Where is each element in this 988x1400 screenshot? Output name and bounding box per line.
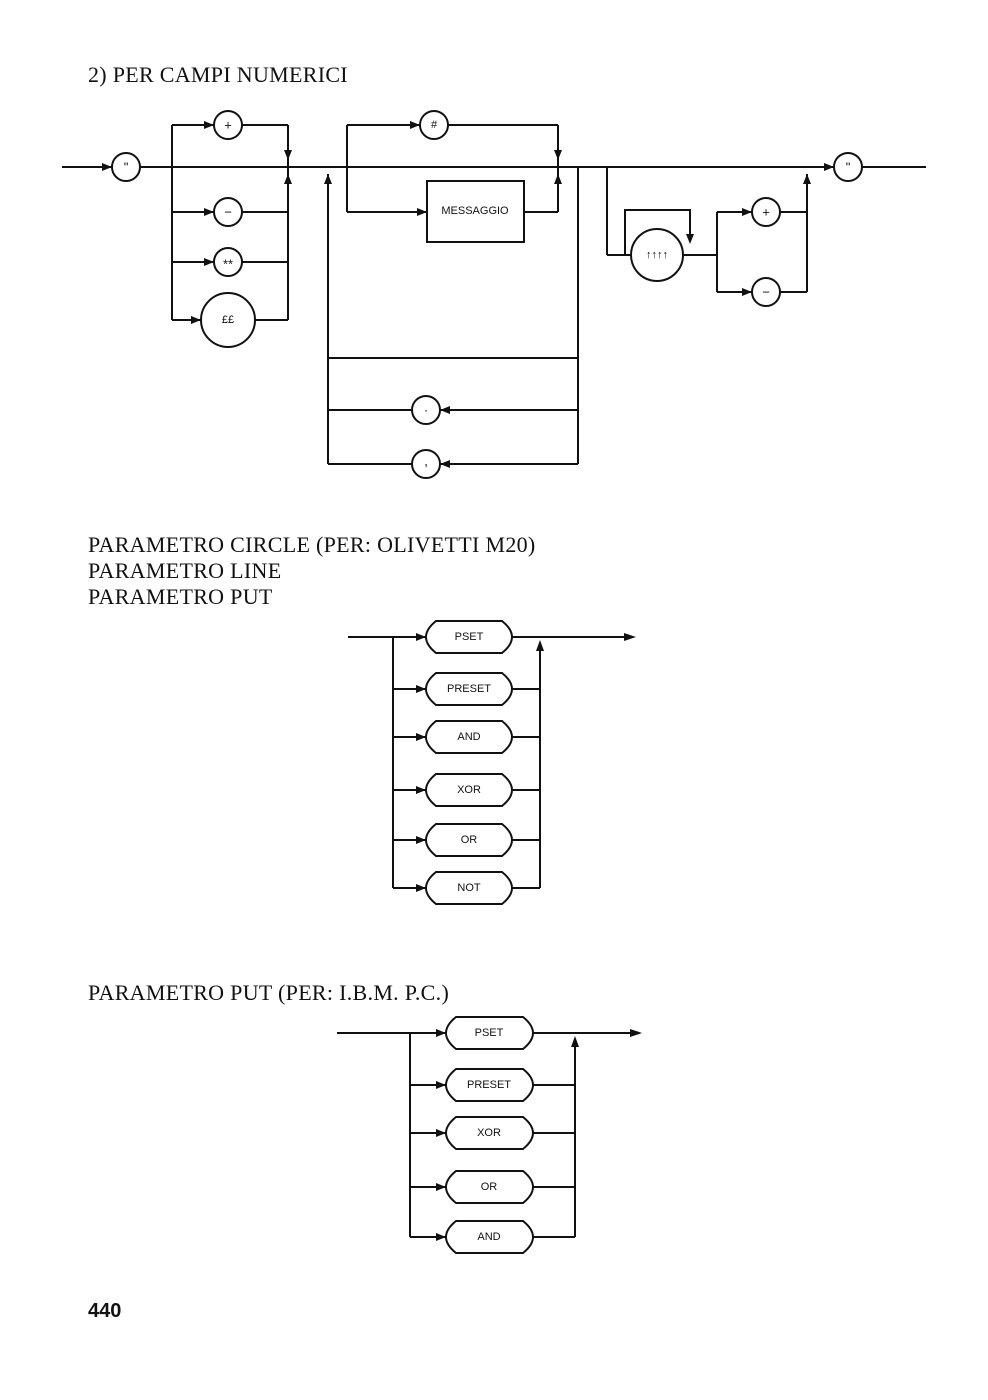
arrow-head xyxy=(284,174,292,184)
comma-label: , xyxy=(424,454,428,469)
carets-label: ↑↑↑↑ xyxy=(646,249,668,261)
period-node: . xyxy=(411,395,441,425)
m20-option-preset: PRESET xyxy=(424,672,514,706)
m20-option-and: AND xyxy=(424,720,514,754)
minus-node: − xyxy=(213,197,243,227)
carets-node: ↑↑↑↑ xyxy=(630,228,684,282)
ibm-option-preset: PRESET xyxy=(444,1068,535,1102)
ibm-option-xor-label: XOR xyxy=(477,1127,501,1139)
numeric-field-syntax-diagram: " + − ** ££ # MESSAGGIO ↑↑↑↑ + − . xyxy=(62,110,926,479)
pounds-node: ££ xyxy=(200,292,256,348)
section-m20-title-line-2: PARAMETRO LINE xyxy=(88,558,282,583)
arrow-head xyxy=(554,150,562,160)
section-numeric-title: 2) PER CAMPI NUMERICI xyxy=(88,62,348,87)
comma-node: , xyxy=(411,449,441,479)
quote-open-label: " xyxy=(124,160,129,175)
arrow-head xyxy=(554,174,562,184)
m20-option-preset-label: PRESET xyxy=(447,683,491,695)
plus-label-2: + xyxy=(762,205,770,220)
m20-put-syntax-diagram: PSET PRESET AND XOR OR NOT xyxy=(348,620,636,905)
m20-option-xor: XOR xyxy=(424,773,514,807)
arrow-head xyxy=(803,174,811,184)
hash-label: # xyxy=(431,119,438,131)
message-box: MESSAGGIO xyxy=(426,180,525,243)
ibm-option-or-label: OR xyxy=(481,1181,498,1193)
quote-open-node: " xyxy=(111,152,141,182)
asterisks-node: ** xyxy=(213,247,243,277)
ibm-put-syntax-diagram: PSET PRESET XOR OR AND xyxy=(337,1016,642,1254)
m20-option-and-label: AND xyxy=(457,731,480,743)
minus-label: − xyxy=(224,205,232,220)
section-ibm-title: PARAMETRO PUT (PER: I.B.M. P.C.) xyxy=(88,980,450,1005)
ibm-option-and-label: AND xyxy=(477,1231,500,1243)
ibm-branch-lines xyxy=(410,1081,575,1241)
page-number: 440 xyxy=(88,1300,122,1322)
m20-branch-lines xyxy=(393,685,540,892)
m20-option-pset: PSET xyxy=(424,620,514,654)
message-label: MESSAGGIO xyxy=(441,205,509,217)
ibm-option-pset: PSET xyxy=(444,1016,535,1050)
ibm-option-or: OR xyxy=(444,1170,535,1204)
asterisks-label: ** xyxy=(223,257,233,272)
arrow-head xyxy=(284,150,292,160)
ibm-option-xor: XOR xyxy=(444,1116,535,1150)
m20-option-not: NOT xyxy=(424,871,514,905)
m20-option-or: OR xyxy=(424,823,514,857)
section-m20-title-line-1: PARAMETRO CIRCLE (PER: OLIVETTI M20) xyxy=(88,532,536,557)
m20-option-or-label: OR xyxy=(461,834,478,846)
ibm-option-preset-label: PRESET xyxy=(467,1079,511,1091)
quote-close-node: " xyxy=(833,152,863,182)
hash-node: # xyxy=(419,110,449,140)
m20-option-pset-label: PSET xyxy=(455,631,484,643)
m20-option-xor-label: XOR xyxy=(457,784,481,796)
arrow-head xyxy=(324,174,332,184)
ibm-option-and: AND xyxy=(444,1220,535,1254)
plus-node-2: + xyxy=(751,197,781,227)
arrow-head xyxy=(102,163,112,171)
pounds-label: ££ xyxy=(222,314,234,326)
m20-option-not-label: NOT xyxy=(457,882,481,894)
minus-label-2: − xyxy=(762,285,770,300)
arrow-head xyxy=(824,163,834,171)
ibm-option-pset-label: PSET xyxy=(475,1027,504,1039)
minus-node-2: − xyxy=(751,277,781,307)
plus-label: + xyxy=(224,118,232,133)
section-m20-title: PARAMETRO CIRCLE (PER: OLIVETTI M20) PAR… xyxy=(88,532,536,610)
section-m20-title-line-3: PARAMETRO PUT xyxy=(88,584,273,609)
plus-node: + xyxy=(213,110,243,140)
quote-close-label: " xyxy=(846,160,851,175)
period-label: . xyxy=(424,400,428,415)
